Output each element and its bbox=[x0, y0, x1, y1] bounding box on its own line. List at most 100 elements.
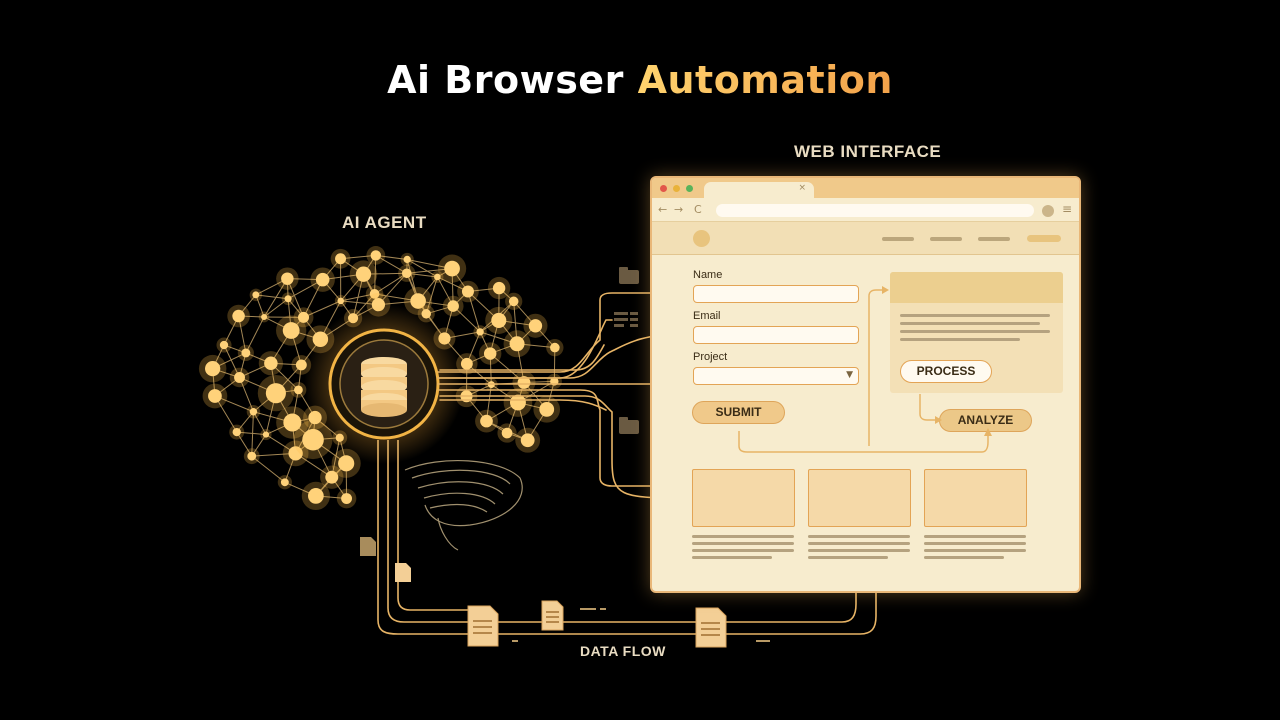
browser-tab[interactable]: × bbox=[704, 182, 814, 200]
ai-agent-label: AI AGENT bbox=[342, 213, 427, 232]
name-label: Name bbox=[693, 269, 723, 281]
submit-button[interactable]: SUBMIT bbox=[692, 401, 785, 424]
network-node bbox=[280, 478, 289, 487]
network-node bbox=[247, 451, 257, 461]
network-node bbox=[205, 361, 221, 377]
network-edge bbox=[263, 298, 289, 318]
project-select[interactable]: ▼ bbox=[693, 367, 859, 385]
folder-icon-lower bbox=[619, 417, 639, 434]
site-logo[interactable] bbox=[693, 230, 710, 247]
brain-network bbox=[198, 246, 564, 511]
network-node bbox=[509, 394, 526, 411]
folder-icon bbox=[619, 267, 639, 284]
network-node bbox=[282, 322, 300, 339]
nav-cta-button[interactable] bbox=[1027, 235, 1061, 242]
content-card-1[interactable] bbox=[692, 469, 795, 527]
network-node bbox=[369, 289, 380, 299]
network-node bbox=[262, 431, 270, 438]
profile-icon[interactable] bbox=[1042, 205, 1054, 217]
title-bar: × bbox=[652, 178, 1079, 200]
network-edge bbox=[425, 276, 438, 314]
network-node bbox=[298, 311, 310, 323]
card-text-line bbox=[808, 556, 888, 559]
network-edge bbox=[375, 254, 408, 260]
network-node bbox=[338, 455, 355, 472]
network-edge bbox=[286, 278, 304, 318]
card-text-line bbox=[924, 542, 1026, 545]
flow-dashes bbox=[512, 608, 770, 642]
network-node bbox=[294, 385, 303, 395]
card-text-line bbox=[924, 556, 1004, 559]
tab-close-icon[interactable]: × bbox=[798, 183, 806, 193]
network-node bbox=[480, 414, 493, 428]
close-dot-icon[interactable] bbox=[660, 185, 667, 192]
network-node bbox=[539, 401, 555, 417]
forward-arrow-icon[interactable]: → bbox=[674, 203, 684, 216]
cerebellum bbox=[404, 459, 523, 551]
data-flow-label: DATA FLOW bbox=[580, 643, 666, 659]
name-field[interactable] bbox=[693, 285, 859, 303]
title-main: Ai Browser bbox=[387, 58, 624, 102]
network-node bbox=[509, 336, 525, 352]
nav-link-3[interactable] bbox=[978, 237, 1010, 241]
nav-link-2[interactable] bbox=[930, 237, 962, 241]
list-icon bbox=[614, 312, 638, 327]
back-arrow-icon[interactable]: ← bbox=[658, 203, 668, 216]
network-node bbox=[491, 312, 507, 328]
network-node bbox=[232, 309, 245, 323]
panel-header bbox=[890, 272, 1063, 303]
network-node bbox=[249, 407, 258, 416]
network-node bbox=[335, 253, 347, 265]
panel-text-line bbox=[900, 314, 1050, 317]
network-edge bbox=[251, 452, 296, 457]
network-node bbox=[337, 297, 345, 305]
doc-icon-4 bbox=[360, 537, 376, 556]
network-edge bbox=[303, 279, 324, 318]
card-text-line bbox=[808, 542, 910, 545]
reload-icon[interactable]: C bbox=[694, 203, 702, 216]
content-card-2[interactable] bbox=[808, 469, 911, 527]
network-node bbox=[241, 348, 251, 358]
network-node bbox=[461, 285, 474, 298]
email-field[interactable] bbox=[693, 326, 859, 344]
panel-text-line bbox=[900, 338, 1020, 341]
network-edge bbox=[406, 272, 438, 278]
network-node bbox=[501, 427, 513, 439]
nav-link-1[interactable] bbox=[882, 237, 914, 241]
network-edge bbox=[452, 305, 481, 333]
process-button[interactable]: PROCESS bbox=[900, 360, 992, 383]
network-edge bbox=[378, 272, 408, 306]
network-node bbox=[517, 376, 531, 389]
network-node bbox=[444, 260, 460, 277]
network-node bbox=[234, 372, 245, 383]
network-node bbox=[550, 342, 560, 353]
network-edge bbox=[553, 347, 556, 382]
analyze-button[interactable]: ANALYZE bbox=[939, 409, 1032, 432]
card-text-line bbox=[808, 549, 910, 552]
doc-icon-3 bbox=[695, 607, 727, 648]
network-edge bbox=[374, 272, 408, 295]
network-node bbox=[410, 293, 426, 309]
network-edge bbox=[214, 395, 238, 433]
chevron-down-icon: ▼ bbox=[846, 370, 853, 380]
address-bar[interactable] bbox=[716, 204, 1034, 217]
menu-icon[interactable]: ≡ bbox=[1062, 202, 1073, 216]
network-node bbox=[232, 427, 241, 437]
network-node bbox=[520, 433, 535, 448]
network-node bbox=[476, 328, 484, 336]
doc-icon-5 bbox=[395, 563, 411, 582]
network-edge bbox=[340, 293, 375, 302]
network-node bbox=[325, 470, 339, 484]
network-node bbox=[264, 356, 278, 370]
minimize-dot-icon[interactable] bbox=[673, 185, 680, 192]
network-node bbox=[447, 300, 459, 312]
maximize-dot-icon[interactable] bbox=[686, 185, 693, 192]
network-edge bbox=[255, 294, 265, 318]
connector-lines bbox=[437, 292, 687, 499]
network-edge bbox=[252, 411, 267, 435]
data-flow-lines bbox=[377, 440, 877, 635]
network-node bbox=[308, 488, 324, 504]
project-label: Project bbox=[693, 351, 728, 363]
network-node bbox=[492, 281, 506, 295]
content-card-3[interactable] bbox=[924, 469, 1027, 527]
